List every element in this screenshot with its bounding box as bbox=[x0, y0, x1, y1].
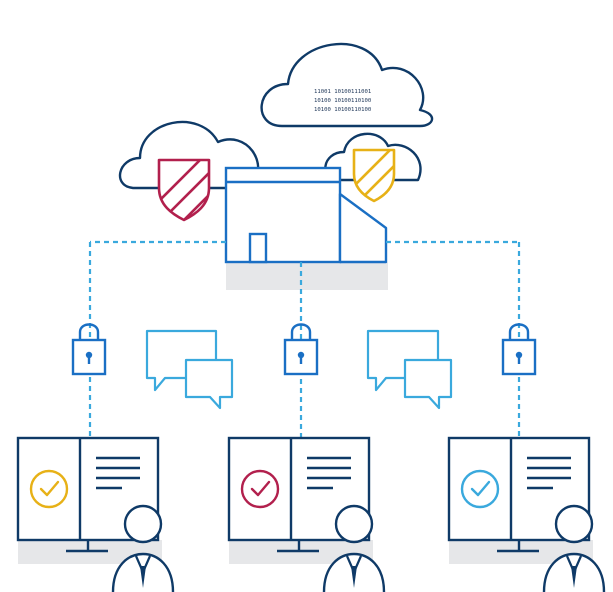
binary-line-2: 10100 10100110100 bbox=[314, 98, 371, 104]
user-avatar-icon bbox=[111, 504, 175, 592]
binary-line-3: 10100 10100110100 bbox=[314, 107, 371, 113]
cloud-top-icon bbox=[260, 42, 434, 128]
user-avatar-icon bbox=[542, 504, 606, 592]
workstation-center bbox=[227, 436, 386, 592]
workstation-left bbox=[16, 436, 175, 592]
binary-line-1: 11001 10100111001 bbox=[314, 89, 371, 95]
network-connectors bbox=[88, 240, 521, 438]
padlock-left-icon bbox=[71, 323, 107, 376]
chat-bubbles-left-icon bbox=[145, 329, 234, 410]
chat-bubbles-right-icon bbox=[366, 329, 453, 410]
workstation-right bbox=[447, 436, 606, 592]
server-building-icon bbox=[224, 166, 388, 290]
user-avatar-icon bbox=[322, 504, 386, 592]
shield-crimson-icon bbox=[157, 158, 211, 222]
padlock-right-icon bbox=[501, 323, 537, 376]
check-circle-icon bbox=[240, 469, 280, 509]
check-circle-icon bbox=[460, 469, 500, 509]
cloud-left-icon bbox=[118, 120, 260, 190]
padlock-center-icon bbox=[283, 323, 319, 376]
binary-data-text: 11001 10100111001 10100 10100110100 1010… bbox=[314, 89, 371, 113]
shield-gold-icon bbox=[352, 148, 396, 203]
check-circle-icon bbox=[29, 469, 69, 509]
